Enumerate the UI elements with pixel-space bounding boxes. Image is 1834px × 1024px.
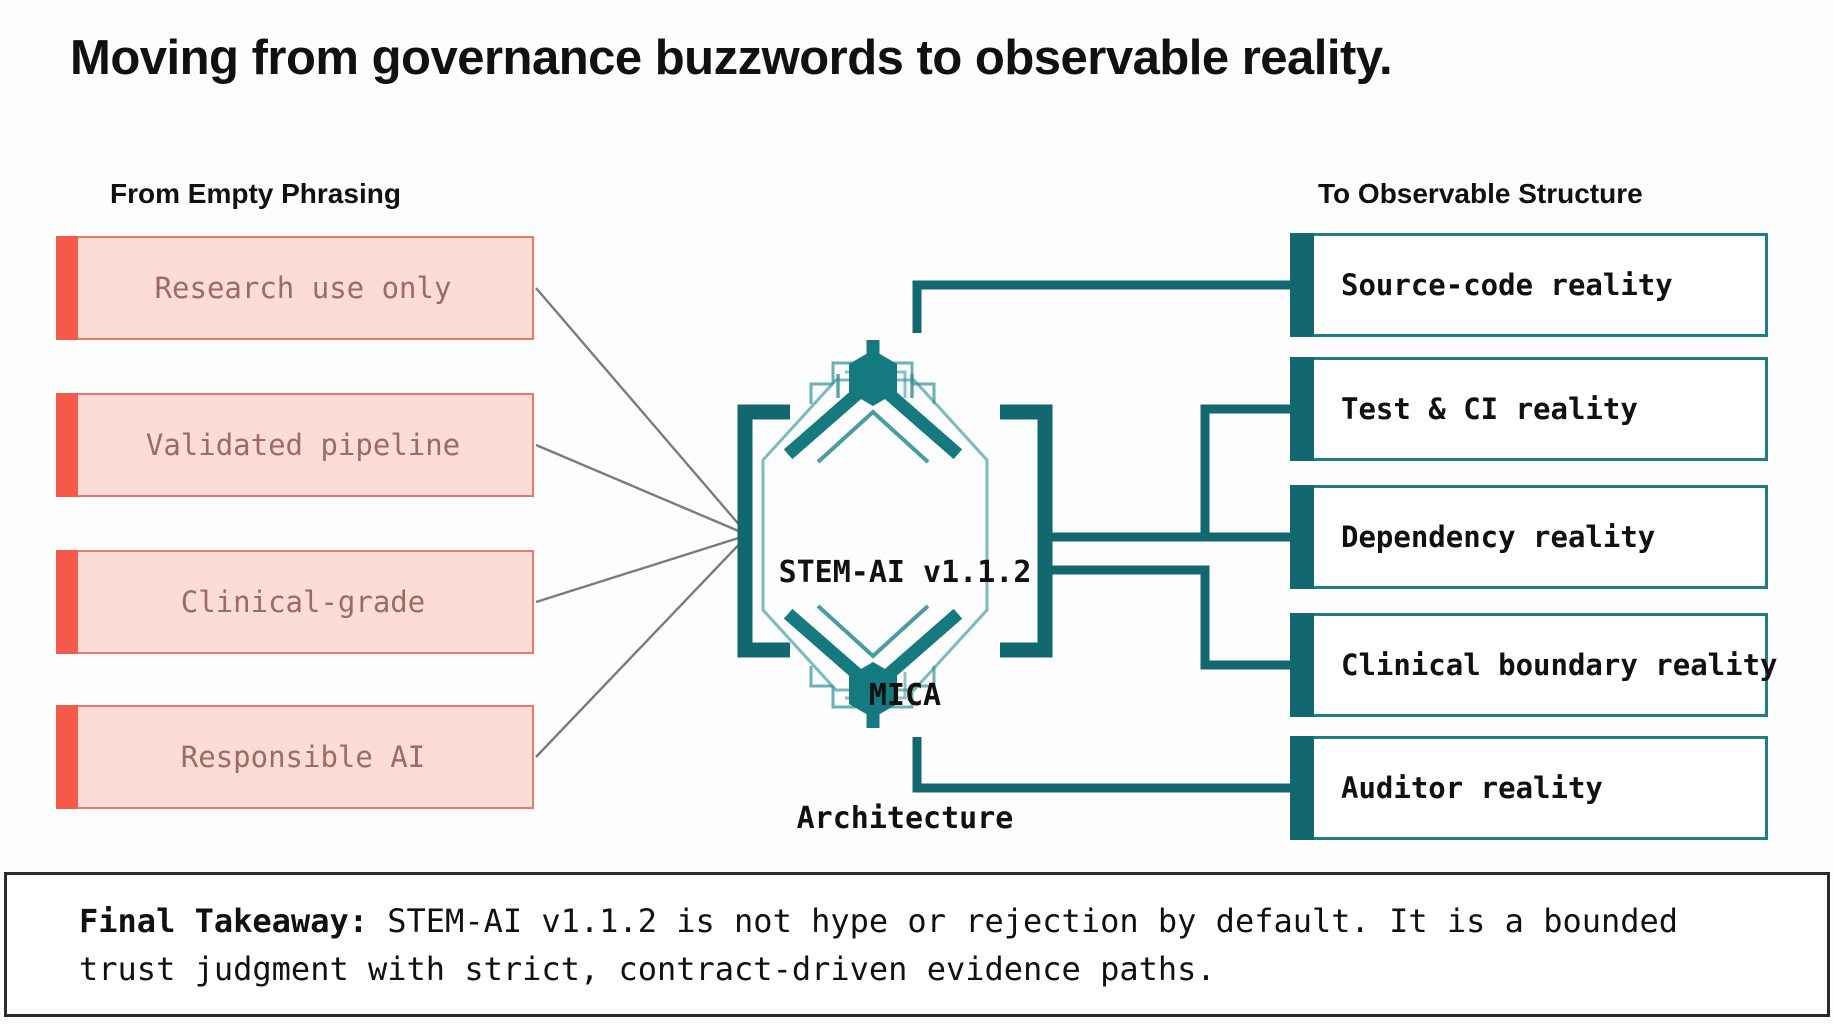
card-accent-bar — [1290, 357, 1314, 461]
card-accent-bar — [1290, 736, 1314, 840]
final-takeaway-panel: Final Takeaway: STEM-AI v1.1.2 is not hy… — [4, 872, 1830, 1017]
buzzword-card-responsible-ai[interactable]: Responsible AI — [56, 705, 534, 809]
card-accent-bar — [1290, 485, 1314, 589]
center-node-label: STEM-AI v1.1.2 MICA Architecture — [740, 470, 1070, 921]
center-node-line-1: STEM-AI v1.1.2 — [778, 555, 1032, 590]
left-connector-3 — [535, 533, 749, 604]
card-accent-bar — [56, 705, 78, 809]
reality-card-label: Dependency reality — [1341, 520, 1656, 554]
right-column-heading: To Observable Structure — [1318, 178, 1643, 209]
buzzword-card-research-use-only[interactable]: Research use only — [56, 236, 534, 340]
reality-card-dependency[interactable]: Dependency reality — [1290, 485, 1768, 589]
hex-node-top — [849, 350, 897, 406]
card-accent-bar — [56, 236, 78, 340]
reality-card-clinical-boundary[interactable]: Clinical boundary reality — [1290, 613, 1778, 717]
card-accent-bar — [1290, 613, 1314, 717]
final-takeaway-text: Final Takeaway: STEM-AI v1.1.2 is not hy… — [7, 897, 1827, 993]
reality-card-label: Test & CI reality — [1341, 392, 1638, 426]
final-takeaway-body: STEM-AI v1.1.2 is not hype or rejection … — [79, 901, 1679, 988]
left-connector-2 — [535, 443, 749, 537]
left-connector-4 — [535, 534, 749, 758]
center-node-line-3: Architecture — [796, 801, 1014, 836]
buzzword-card-label: Validated pipeline — [145, 428, 461, 462]
right-connector-source-code — [912, 280, 1290, 333]
right-connector-clinical-boundary — [1045, 565, 1290, 670]
reality-card-test-ci[interactable]: Test & CI reality — [1290, 357, 1768, 461]
center-node-line-2: MICA — [868, 678, 942, 713]
page-title: Moving from governance buzzwords to obse… — [70, 31, 1393, 85]
left-connector-lines — [535, 287, 749, 758]
left-connector-1 — [535, 287, 749, 536]
reality-card-label: Source-code reality — [1341, 268, 1673, 302]
reality-card-auditor[interactable]: Auditor reality — [1290, 736, 1768, 840]
buzzword-card-label: Research use only — [154, 271, 452, 305]
reality-card-label: Clinical boundary reality — [1341, 648, 1778, 682]
buzzword-card-clinical-grade[interactable]: Clinical-grade — [56, 550, 534, 654]
reality-card-label: Auditor reality — [1341, 771, 1603, 805]
right-connector-test-ci — [1045, 404, 1290, 542]
card-accent-bar — [56, 550, 78, 654]
final-takeaway-lead: Final Takeaway: — [79, 901, 368, 940]
card-accent-bar — [1290, 233, 1314, 337]
card-accent-bar — [56, 393, 78, 497]
left-column-heading: From Empty Phrasing — [110, 178, 401, 209]
buzzword-card-label: Clinical-grade — [180, 585, 426, 619]
buzzword-card-label: Responsible AI — [180, 740, 426, 774]
reality-card-source-code[interactable]: Source-code reality — [1290, 233, 1768, 337]
buzzword-card-validated-pipeline[interactable]: Validated pipeline — [56, 393, 534, 497]
